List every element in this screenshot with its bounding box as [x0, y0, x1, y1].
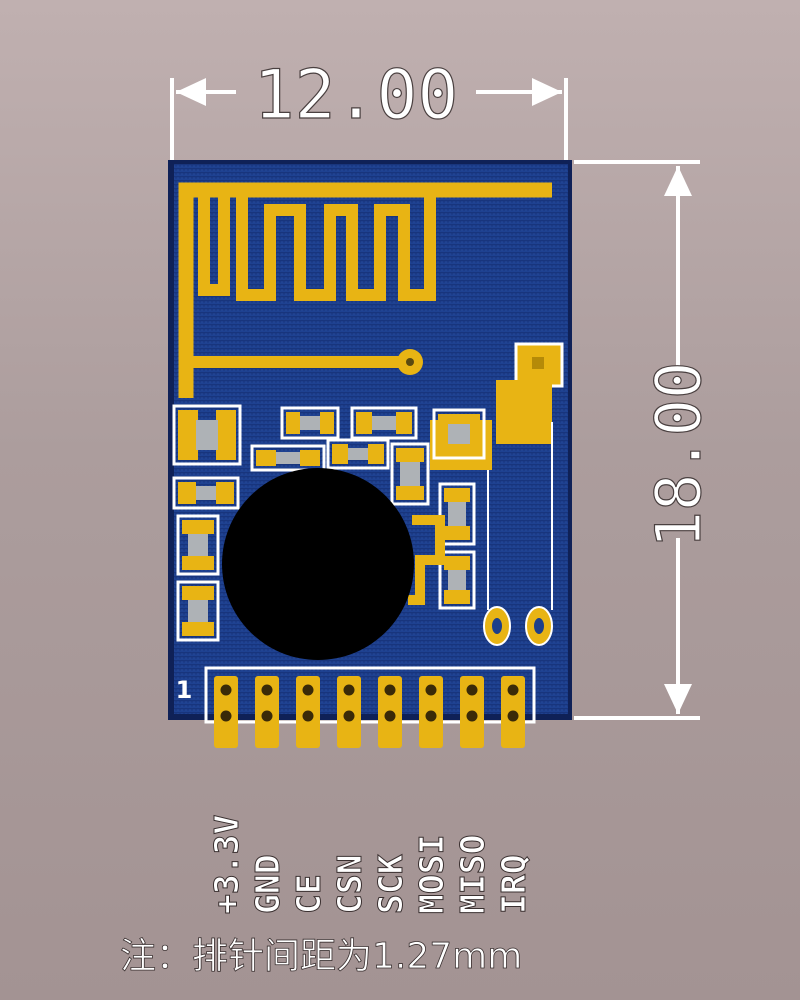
pin-hole-ce-1	[302, 684, 314, 696]
pin1-marker: 1	[176, 676, 193, 704]
component-c4	[432, 408, 486, 460]
pin-hole-csn-2	[343, 710, 355, 722]
pin-hole-irq-2	[507, 710, 519, 722]
pin-hole-miso-2	[466, 710, 478, 722]
pin-hole-mosi-1	[425, 684, 437, 696]
height-arrow-top	[664, 166, 692, 196]
pin-hole-ce-2	[302, 710, 314, 722]
pin-hole-csn-1	[343, 684, 355, 696]
pin-hole-gnd-1	[261, 684, 273, 696]
component-c3	[350, 406, 418, 440]
crystal-pad-1-hole	[492, 618, 502, 634]
component-c7	[176, 514, 220, 576]
width-arrow-left	[176, 78, 206, 106]
antenna-trace	[178, 182, 552, 398]
pin-hole-sck-1	[384, 684, 396, 696]
pin-hole-mosi-2	[425, 710, 437, 722]
pin-header-silk	[204, 666, 536, 724]
pin-hole-miso-1	[466, 684, 478, 696]
component-c6	[438, 482, 476, 546]
component-c5	[172, 476, 240, 510]
pin-header: 1	[176, 666, 536, 748]
pin-label-mosi: MOSI	[412, 835, 451, 914]
pin-hole-33v-2	[220, 710, 232, 722]
width-arrow-right	[532, 78, 562, 106]
pin-hole-gnd-2	[261, 710, 273, 722]
component-r2	[326, 438, 390, 470]
width-dimension: 12.00	[170, 55, 568, 160]
pin-row	[214, 676, 525, 748]
component-c9	[176, 580, 220, 642]
pin-label-ce: CE	[289, 874, 328, 914]
height-dimension: 18.00	[574, 160, 716, 720]
pin-label-sck: SCK	[371, 854, 410, 914]
passive-components	[172, 404, 486, 642]
pin-label-irq: IRQ	[494, 854, 533, 914]
pin-label-33v: +3.3V	[207, 815, 246, 914]
component-r3	[390, 442, 430, 506]
pin-hole-sck-2	[384, 710, 396, 722]
component-r1	[250, 444, 326, 472]
crystal-pads	[483, 606, 553, 646]
height-label: 18.00	[642, 362, 715, 549]
antenna-via-hole	[406, 358, 414, 366]
pcb-board: 1	[168, 160, 572, 748]
pin-hole-irq-1	[507, 684, 519, 696]
component-c8	[438, 550, 476, 610]
rf-trace-block	[496, 380, 552, 444]
pin-label-gnd: GND	[248, 854, 287, 914]
component-c2	[280, 406, 340, 440]
antenna-meander	[198, 190, 436, 301]
width-label: 12.00	[254, 56, 459, 135]
pin-label-miso: MISO	[453, 835, 492, 914]
component-c1	[172, 404, 242, 466]
pin-hole-33v-1	[220, 684, 232, 696]
pin-label-csn: CSN	[330, 854, 369, 914]
trace-bottom-right	[408, 515, 445, 605]
height-arrow-bottom	[664, 684, 692, 714]
main-chip	[222, 468, 414, 660]
pitch-note: 注：排针间距为1.27mm	[120, 936, 522, 977]
rf-pad-hole	[532, 357, 544, 369]
crystal-pad-2-hole	[534, 618, 544, 634]
